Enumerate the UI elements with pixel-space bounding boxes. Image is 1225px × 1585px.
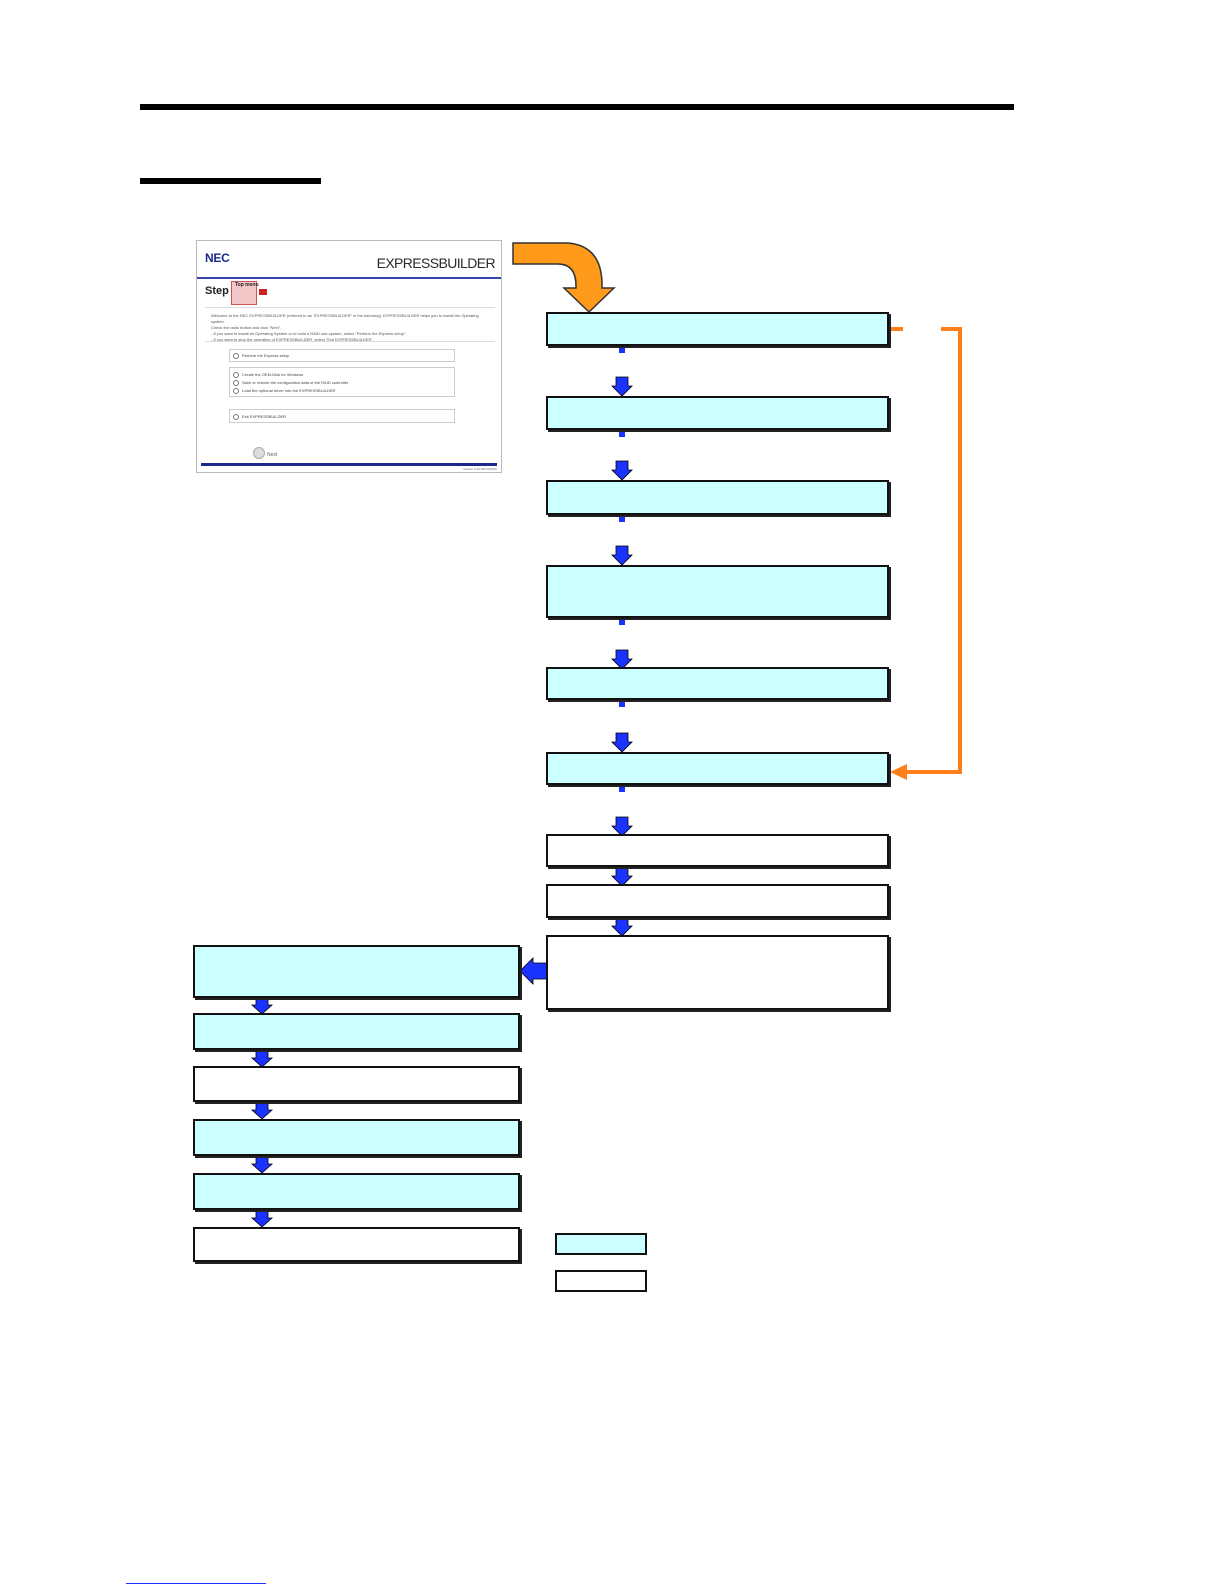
version-text: Version 2.10-025.00(032) [463, 467, 497, 471]
connector-l4 [250, 1155, 274, 1174]
radio-icon [233, 372, 239, 378]
connector-r6 [611, 784, 633, 837]
flow-step-r9 [546, 935, 889, 1010]
divider [205, 341, 495, 342]
flow-step-r2 [546, 396, 889, 430]
nec-logo: NEC [205, 251, 230, 265]
connector-r3 [611, 514, 633, 566]
option-express[interactable]: Perform the Express setup [233, 353, 289, 359]
option-exit[interactable]: Exit EXPRESSBUILDER [233, 414, 286, 420]
flow-step-l6 [193, 1227, 520, 1262]
connector-l2 [250, 1049, 274, 1068]
top-bar [197, 277, 501, 279]
skip-arrow [890, 327, 962, 780]
flow-step-r4 [546, 565, 889, 618]
connector-r8 [611, 916, 633, 937]
legend-swatch-cyan [555, 1233, 647, 1255]
option-group-exit [229, 409, 455, 423]
legend-swatch-white [555, 1270, 647, 1292]
branch-arrow-left [519, 957, 549, 985]
product-title: EXPRESSBUILDER [376, 255, 496, 271]
flow-step-l5 [193, 1173, 520, 1210]
option-oem-disk[interactable]: Create the OEM-Disk for Windows [233, 372, 303, 378]
flow-step-l4 [193, 1119, 520, 1156]
footer-rule [126, 1583, 266, 1584]
radio-icon [233, 414, 239, 420]
section-rule [140, 178, 321, 184]
flow-step-r3 [546, 480, 889, 515]
header-rule [140, 104, 1014, 110]
connector-r5 [611, 699, 633, 753]
radio-icon [233, 353, 239, 359]
option-group-tools [229, 367, 455, 397]
connector-r4 [611, 617, 633, 670]
step-tab [231, 281, 257, 305]
connector-l3 [250, 1101, 274, 1120]
option-raid-config[interactable]: Save or restore the configuration data o… [233, 380, 348, 386]
flow-step-r1 [546, 312, 889, 346]
connector-r7 [611, 865, 633, 887]
flow-step-l3 [193, 1066, 520, 1102]
connector-l5 [250, 1209, 274, 1228]
flow-step-l1 [193, 945, 520, 998]
connector-l1 [250, 996, 274, 1015]
connector-r2 [611, 429, 633, 481]
bottom-bar [201, 463, 497, 466]
welcome-text: Welcome to the NEC EXPRESSBUILDER (refer… [211, 313, 479, 342]
flow-step-r5 [546, 667, 889, 700]
next-button[interactable] [253, 447, 265, 459]
flow-step-r7 [546, 834, 889, 867]
flow-step-l2 [193, 1013, 520, 1050]
option-group-express [229, 349, 455, 362]
step-tab-label: Top menu [235, 282, 259, 288]
radio-icon [233, 380, 239, 386]
expressbuilder-top-menu-screenshot: NEC EXPRESSBUILDER Step Top menu Welcome… [196, 240, 502, 473]
entry-arrow [512, 242, 616, 314]
step-arrow-icon [259, 289, 267, 295]
option-load-driver[interactable]: Load the optional driver into the EXPRES… [233, 388, 335, 394]
flow-step-r6 [546, 752, 889, 785]
flow-step-r8 [546, 884, 889, 918]
connector-r1 [611, 345, 633, 397]
step-label: Step [205, 285, 229, 297]
radio-icon [233, 388, 239, 394]
next-label: Next [267, 452, 278, 458]
divider [205, 307, 495, 308]
